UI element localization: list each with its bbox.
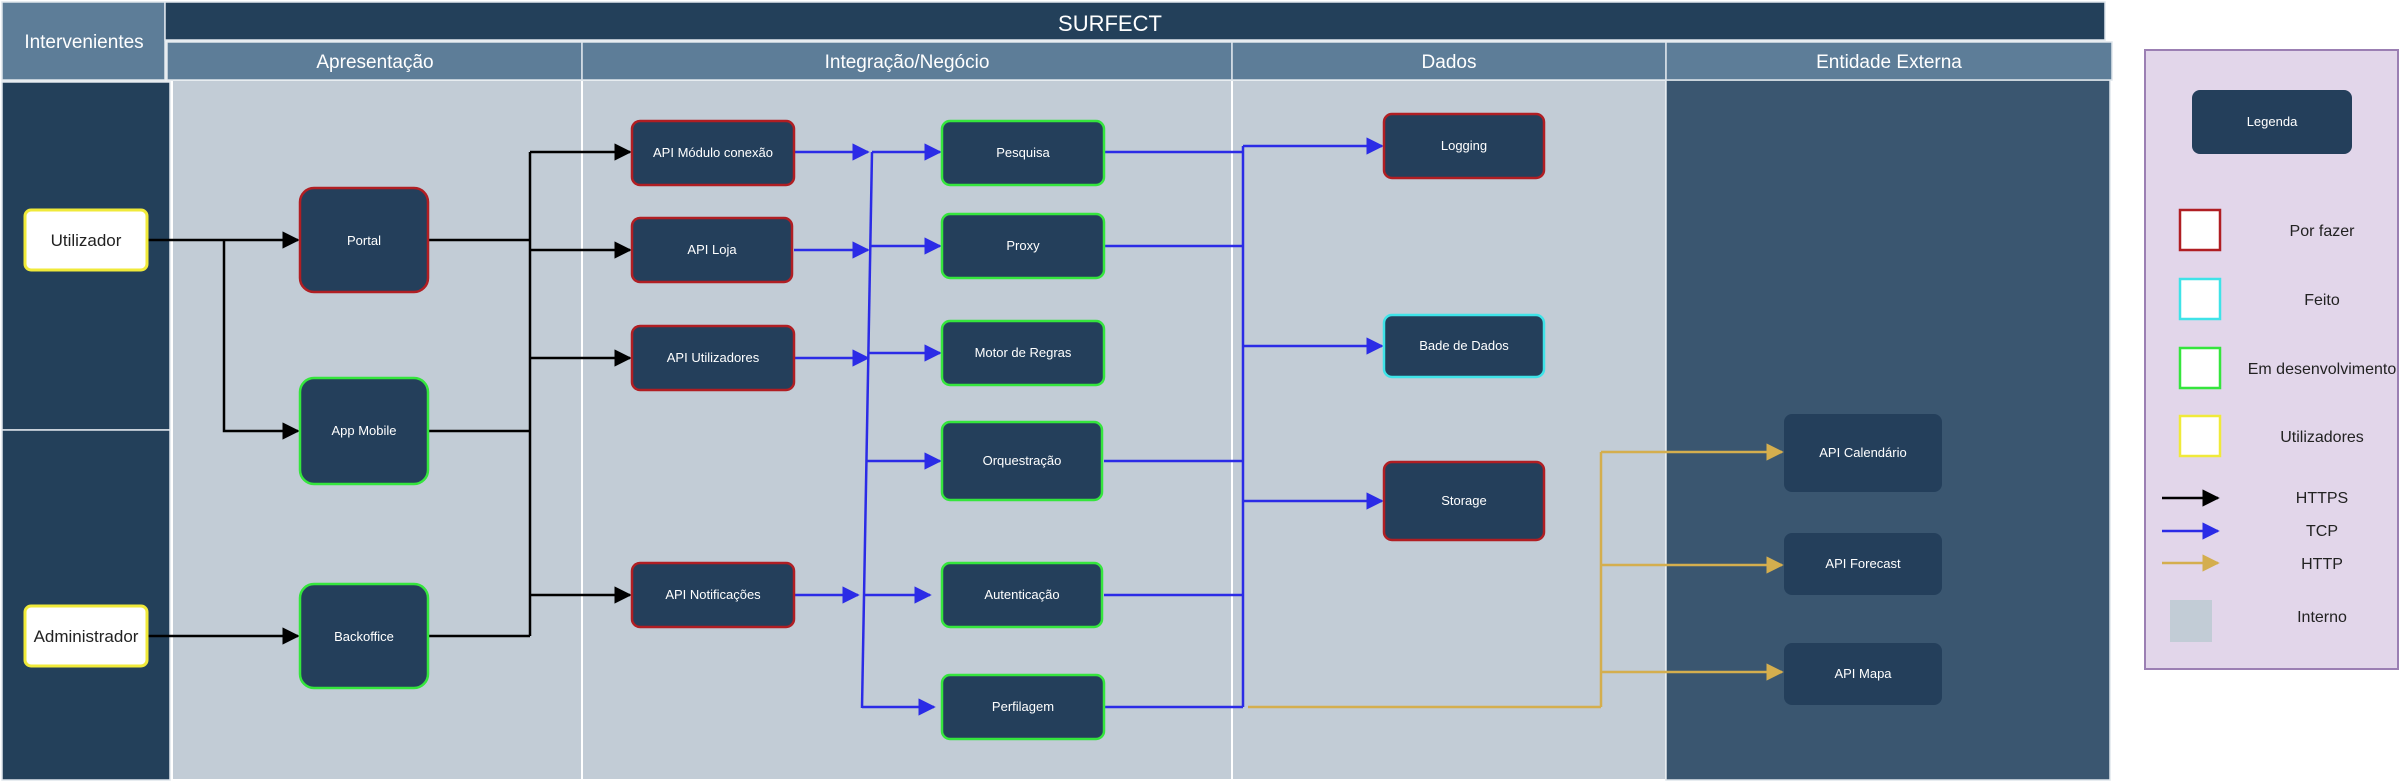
diagram-title: SURFECT: [1058, 11, 1162, 36]
node-utilizador[interactable]: Utilizador: [23, 208, 149, 272]
node-api-calendario-label: API Calendário: [1819, 445, 1906, 460]
node-orquestracao-label: Orquestração: [983, 453, 1062, 468]
actors-header-label: Intervenientes: [24, 32, 143, 53]
integration-header-label: Integração/Negócio: [825, 52, 990, 73]
legend-label-interno: Interno: [2297, 609, 2347, 626]
node-base-dados[interactable]: Bade de Dados: [1382, 313, 1546, 379]
legend-label-tcp: TCP: [2306, 523, 2338, 540]
presentation-header-label: Apresentação: [316, 52, 433, 73]
legend-swatch-interno: [2170, 600, 2212, 642]
node-storage-label: Storage: [1441, 493, 1487, 508]
node-motor-regras[interactable]: Motor de Regras: [940, 319, 1106, 387]
legend-label-feito: Feito: [2304, 292, 2340, 309]
node-api-mapa[interactable]: API Mapa: [1784, 643, 1942, 705]
node-api-loja-label: API Loja: [687, 242, 737, 257]
legend-label-utilizadores: Utilizadores: [2280, 429, 2364, 446]
legend-title-box: [2192, 90, 2352, 154]
https-links: [147, 143, 632, 645]
node-logging[interactable]: Logging: [1382, 112, 1546, 180]
legend: Legenda Por fazer Feito Em desenvolvimen…: [2144, 49, 2399, 670]
node-api-utilizadores[interactable]: API Utilizadores: [630, 324, 796, 392]
node-administrador-label: Administrador: [34, 627, 139, 646]
external-header-label: Entidade Externa: [1816, 52, 1962, 73]
node-utilizador-label: Utilizador: [51, 231, 122, 250]
data-header-label: Dados: [1422, 52, 1477, 73]
node-backoffice[interactable]: Backoffice: [298, 582, 430, 690]
actors-header: [1, 1, 166, 81]
legend-swatch-em-desenvolvimento: [2178, 346, 2222, 390]
legend-swatch-por-fazer: [2178, 208, 2222, 252]
legend-swatch-feito: [2178, 277, 2222, 321]
legend-label-em-desenvolvimento: Em desenvolvimento: [2248, 361, 2397, 378]
node-portal-label: Portal: [347, 233, 381, 248]
node-api-forecast[interactable]: API Forecast: [1784, 533, 1942, 595]
node-autenticacao[interactable]: Autenticação: [940, 561, 1104, 629]
tcp-bus-vertical: [860, 151, 874, 709]
legend-swatch-utilizadores: [2178, 414, 2222, 458]
node-administrador[interactable]: Administrador: [23, 604, 149, 668]
node-api-modulo-conexao[interactable]: API Módulo conexão: [630, 119, 796, 187]
node-api-modulo-conexao-label: API Módulo conexão: [653, 145, 773, 160]
node-proxy[interactable]: Proxy: [940, 212, 1106, 280]
title-bar: [164, 1, 2106, 41]
node-perfilagem-label: Perfilagem: [992, 699, 1054, 714]
node-api-forecast-label: API Forecast: [1825, 556, 1901, 571]
legend-label-http: HTTP: [2301, 556, 2343, 573]
http-links: [1248, 443, 1784, 709]
node-app-mobile[interactable]: App Mobile: [298, 376, 430, 486]
legend-label-por-fazer: Por fazer: [2290, 223, 2356, 240]
node-backoffice-label: Backoffice: [334, 629, 394, 644]
tcp-links: [794, 137, 1384, 716]
node-orquestracao[interactable]: Orquestração: [940, 420, 1104, 502]
legend-label-https: HTTPS: [2296, 490, 2348, 507]
node-autenticacao-label: Autenticação: [984, 587, 1059, 602]
node-proxy-label: Proxy: [1006, 238, 1040, 253]
node-perfilagem[interactable]: Perfilagem: [940, 673, 1106, 741]
node-motor-regras-label: Motor de Regras: [975, 345, 1072, 360]
node-api-notificacoes-label: API Notificações: [665, 587, 761, 602]
node-pesquisa-label: Pesquisa: [996, 145, 1050, 160]
external-header: [1665, 41, 2113, 81]
node-api-loja[interactable]: API Loja: [630, 216, 794, 284]
node-api-notificacoes[interactable]: API Notificações: [630, 561, 796, 629]
node-logging-label: Logging: [1441, 138, 1487, 153]
node-app-mobile-label: App Mobile: [331, 423, 396, 438]
node-api-utilizadores-label: API Utilizadores: [667, 350, 760, 365]
data-lane: [1231, 79, 1667, 781]
node-storage[interactable]: Storage: [1382, 460, 1546, 542]
node-api-calendario[interactable]: API Calendário: [1784, 414, 1942, 492]
presentation-header: [166, 41, 583, 81]
node-api-mapa-label: API Mapa: [1834, 666, 1892, 681]
node-pesquisa[interactable]: Pesquisa: [940, 119, 1106, 187]
link-user-app-mobile: [222, 240, 300, 440]
legend-title: Legenda: [2247, 114, 2298, 129]
node-portal[interactable]: Portal: [298, 186, 430, 294]
node-base-dados-label: Bade de Dados: [1419, 338, 1509, 353]
integration-header: [581, 41, 1233, 81]
integration-lane: [581, 79, 1233, 781]
